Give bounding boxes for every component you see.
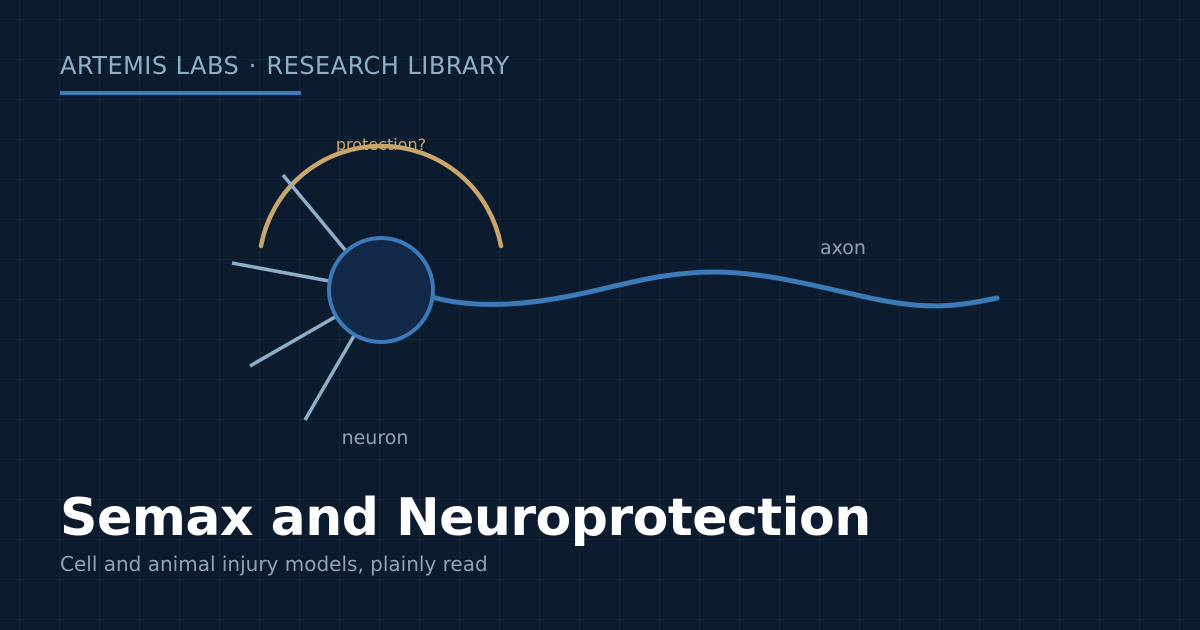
neuron-cell-body xyxy=(327,236,435,344)
page-subtitle: Cell and animal injury models, plainly r… xyxy=(60,552,488,576)
dendrite-left xyxy=(231,261,330,283)
axon-label: axon xyxy=(820,237,866,259)
protection-label: protection? xyxy=(336,135,426,154)
dendrite-lower xyxy=(303,333,357,421)
neuron-label: neuron xyxy=(342,427,409,449)
dendrite-lower-left xyxy=(249,315,336,368)
brand-section: RESEARCH LIBRARY xyxy=(266,51,510,80)
brand-separator: · xyxy=(248,51,257,80)
brand-header: ARTEMIS LABS · RESEARCH LIBRARY xyxy=(60,51,510,80)
brand-underline xyxy=(60,91,301,95)
protection-arc xyxy=(258,143,504,249)
dendrite-upper xyxy=(281,173,348,253)
axon-path xyxy=(429,269,1000,309)
brand-org: ARTEMIS LABS xyxy=(60,51,240,80)
page-title: Semax and Neuroprotection xyxy=(60,488,871,548)
